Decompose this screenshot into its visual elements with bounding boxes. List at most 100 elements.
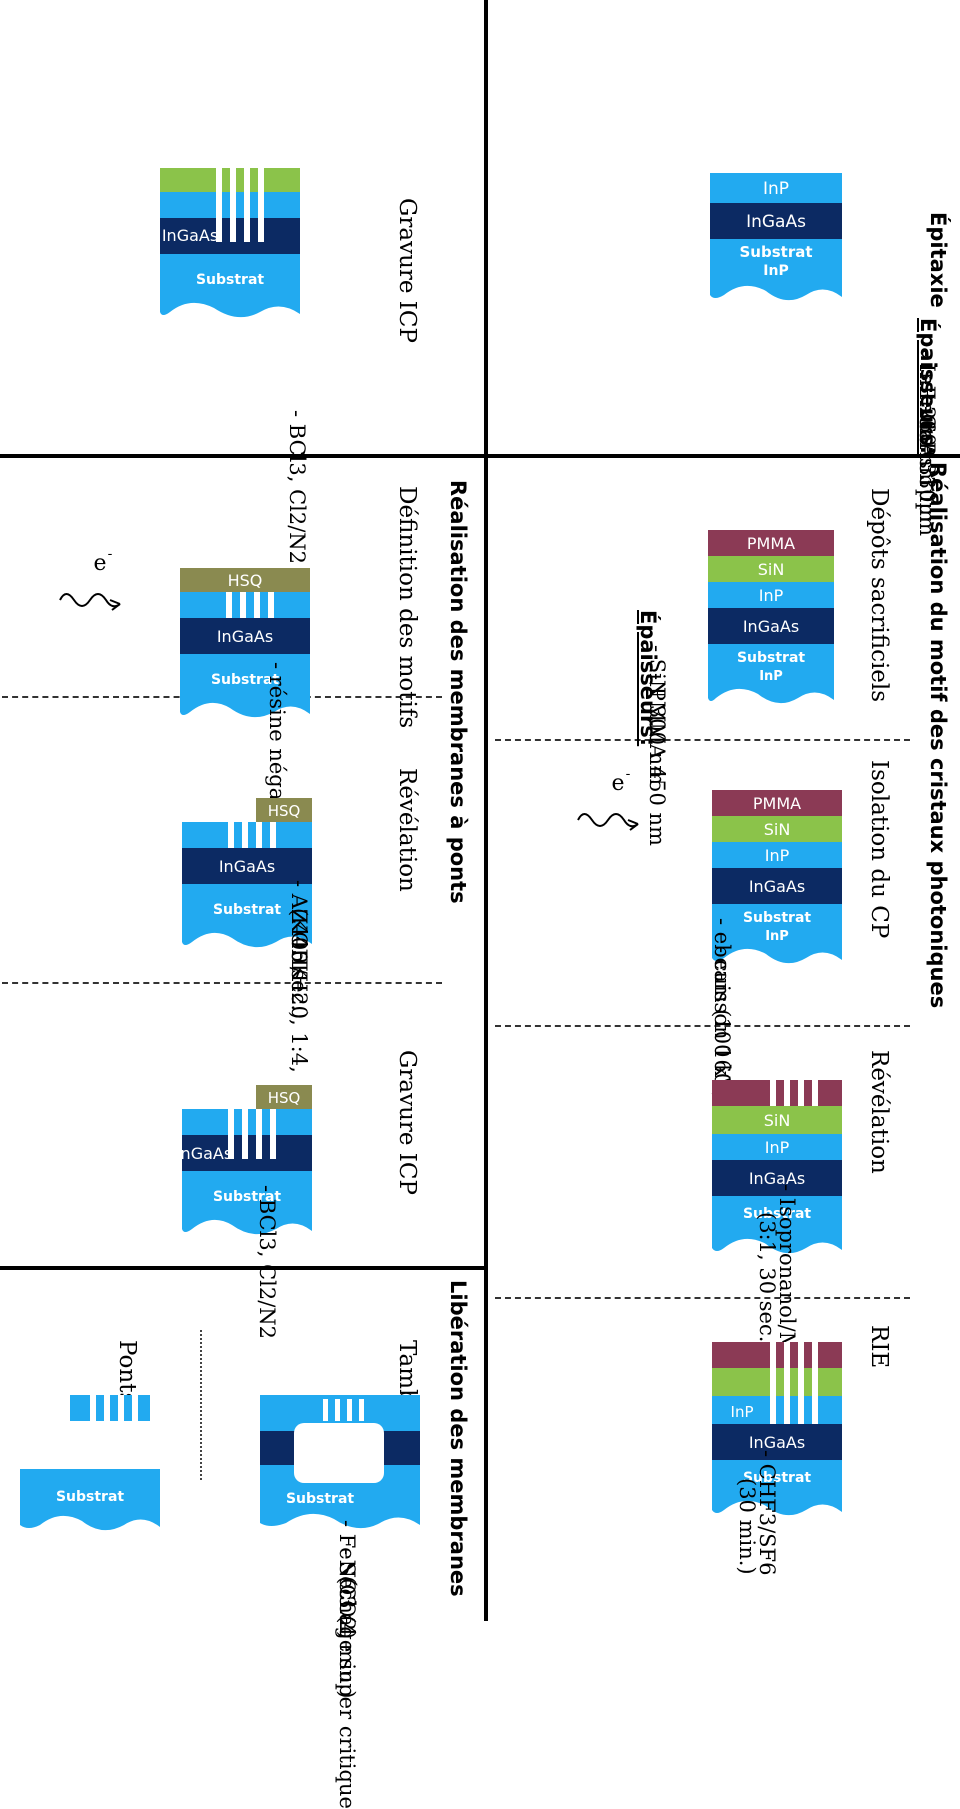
- inp-layer: [708, 582, 834, 608]
- top-bottom-divider: [484, 0, 488, 1621]
- sin-layer: [708, 556, 834, 582]
- sin-layer: [712, 1368, 842, 1396]
- pmma-layer-label: PMMA: [747, 534, 795, 553]
- hole: [90, 1395, 96, 1421]
- epitaxy-stack: InP InGaAs Substrat InP: [710, 173, 842, 301]
- step-title-icp-bridges: Gravure ICP: [394, 1050, 420, 1195]
- substrate-label: Substrat: [739, 243, 812, 261]
- hole: [359, 1399, 364, 1421]
- hole: [104, 1395, 110, 1421]
- icp-left-note-1: - BCl3, Cl2/N2: [285, 410, 309, 565]
- pc-pattern-heading: Réalisation du motif des cristaux photon…: [926, 462, 950, 1009]
- ingaas-layer-label: InGaAs: [749, 1433, 805, 1452]
- svg-text:e: e: [611, 771, 624, 796]
- ebeam-icon: e -: [59, 546, 121, 611]
- hole: [256, 1135, 262, 1159]
- cavity: [294, 1423, 384, 1483]
- substrate-sub-label: InP: [765, 929, 789, 944]
- substrate-layer: [182, 1171, 312, 1235]
- substrate-label: Substrat: [213, 1189, 281, 1205]
- sin-layer: [712, 816, 842, 842]
- inp-layer-label: InP: [731, 1403, 754, 1421]
- ingaas-layer-label: InGaAs: [217, 627, 273, 646]
- ingaas-layer: [182, 848, 312, 884]
- substrate-label: Substrat: [56, 1489, 124, 1505]
- hole: [335, 1399, 340, 1421]
- ingaas-layer-label: InGaAs: [743, 617, 799, 636]
- svg-text:e: e: [93, 551, 106, 576]
- hole: [216, 218, 222, 242]
- revelation-stack: SiN InP InGaAs Substrat: [712, 1080, 842, 1254]
- pmma-layer: [712, 1342, 842, 1368]
- deposits-stack: PMMA SiN InP InGaAs Substrat InP: [708, 530, 834, 704]
- ingaas-layer-label: InGaAs: [746, 212, 806, 232]
- hole: [118, 1395, 124, 1421]
- icp-left-stack: InGaAs Substrat: [160, 168, 300, 318]
- hole: [254, 592, 260, 618]
- step-title-icp-left: Gravure ICP: [394, 198, 420, 343]
- hole: [242, 1135, 248, 1159]
- ingaas-layer: [712, 1424, 842, 1460]
- hole: [323, 1399, 328, 1421]
- hole: [258, 218, 264, 242]
- substrate-sub-label: InP: [763, 263, 788, 279]
- hole: [798, 1342, 804, 1424]
- revelation-bridges-stack: HSQ InGaAs Substrat: [182, 798, 312, 948]
- hole: [798, 1080, 804, 1106]
- hole: [268, 592, 274, 618]
- substrate-label: Substrat: [737, 650, 805, 666]
- revelation-note-2: (3:1, 30 sec.): [755, 1212, 779, 1351]
- separator: [2, 982, 442, 984]
- step-title-revelation-bridges: Révélation: [394, 768, 420, 892]
- hsq-layer: [256, 1085, 312, 1109]
- ingaas-layer: [708, 608, 834, 644]
- hole: [244, 218, 250, 242]
- hole: [784, 1342, 790, 1424]
- step-title-deposits: Dépôts sacrificiels: [866, 488, 892, 703]
- revelation-bridges-note-3: 45 sec.): [287, 936, 311, 1020]
- release-separator: [200, 1330, 202, 1480]
- release-note-3: (CO2): [335, 1576, 359, 1640]
- sin-layer: [712, 1106, 842, 1134]
- pmma-layer: [712, 790, 842, 816]
- ingaas-layer-label: InGaAs: [162, 226, 218, 245]
- hsq-layer: [180, 568, 310, 592]
- hsq-layer: [256, 798, 312, 822]
- inp-layer-label: InP: [763, 179, 789, 199]
- hole: [226, 592, 232, 618]
- hole: [347, 1399, 352, 1421]
- hole: [228, 822, 234, 848]
- inp-layer: [710, 173, 842, 203]
- hole: [230, 218, 236, 242]
- inp-layer: [712, 1396, 842, 1424]
- substrate-layer: [712, 1460, 842, 1516]
- substrate-layer: [182, 884, 312, 948]
- step-title-definition: Définition des motifs: [394, 486, 420, 729]
- hole: [242, 822, 248, 848]
- hole: [132, 1395, 138, 1421]
- separator: [495, 1025, 910, 1027]
- hole: [770, 1080, 776, 1106]
- ponts-stack: Substrat: [20, 1395, 160, 1531]
- step-title-rie: RIE: [866, 1325, 892, 1369]
- hole: [784, 1080, 790, 1106]
- substrate-layer: [708, 644, 834, 704]
- ingaas-layer-label: InGaAs: [176, 1144, 232, 1163]
- hole: [256, 822, 262, 848]
- hsq-layer-label: HSQ: [228, 571, 263, 590]
- epitaxy-divider: [486, 454, 960, 458]
- substrate-label: Substrat: [213, 902, 281, 918]
- ingaas-layer: [710, 203, 842, 239]
- ingaas-layer-label: InGaAs: [749, 877, 805, 896]
- step-title-isolation: Isolation du CP: [866, 760, 892, 939]
- tambour-stack: Substrat: [260, 1395, 420, 1529]
- definition-stack: HSQ InGaAs Substrat: [180, 568, 310, 718]
- hole: [228, 1135, 234, 1159]
- svg-text:-: -: [108, 546, 113, 562]
- hole: [770, 1342, 776, 1424]
- release-divider: [0, 1266, 488, 1270]
- inp-layer-label: InP: [765, 846, 790, 865]
- hole: [270, 1135, 276, 1159]
- substrate-layer: [712, 904, 842, 964]
